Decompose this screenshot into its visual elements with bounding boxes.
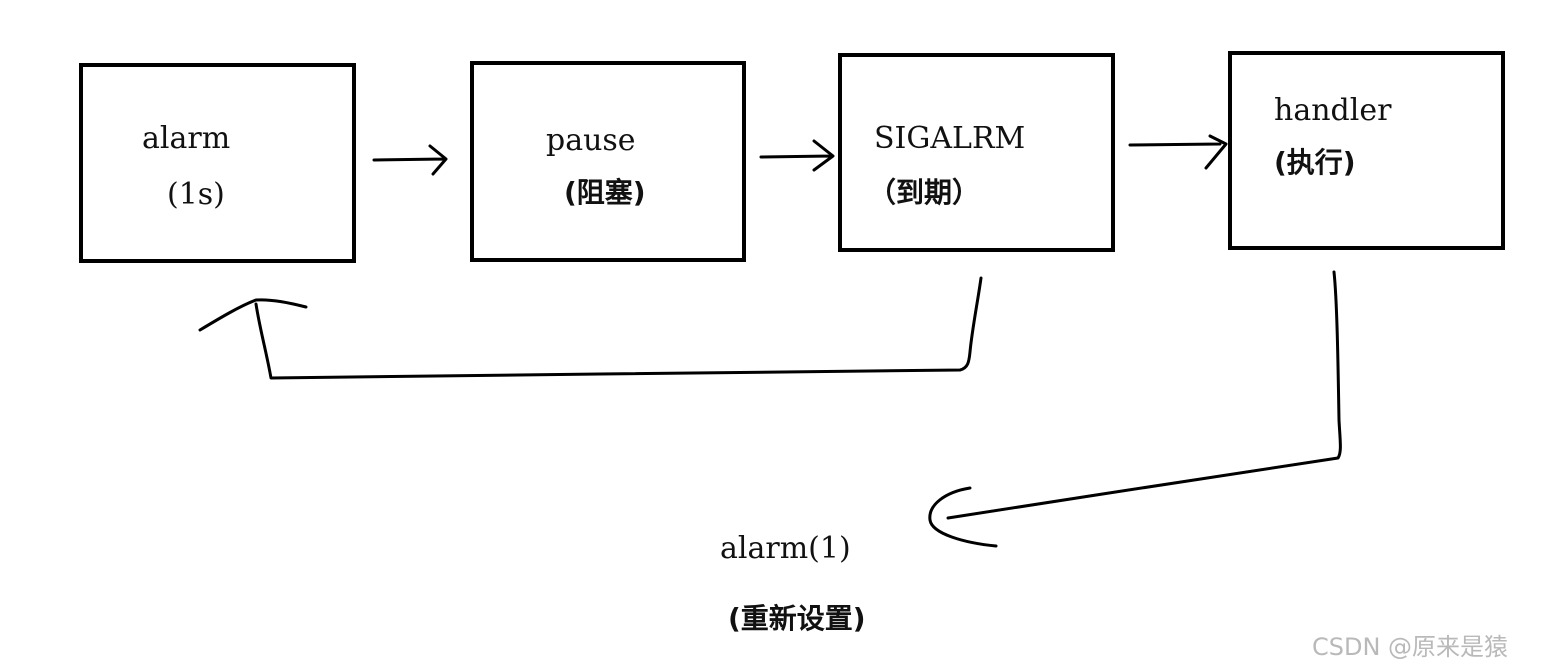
arrow-handler-to-reset <box>928 270 1342 548</box>
node-sublabel-sigalrm: （到期） <box>868 176 981 209</box>
node-box-sigalrm <box>838 53 1115 252</box>
node-box-alarm <box>79 63 356 263</box>
watermark-text: CSDN @原来是猿 <box>1312 633 1509 661</box>
node-sublabel-handler: (执行) <box>1274 146 1356 179</box>
arrow-sigalrm-to-handler <box>1128 134 1228 170</box>
node-sublabel-pause: (阻塞) <box>564 176 646 209</box>
node-box-handler <box>1228 51 1505 250</box>
arrow-alarm-to-pause <box>372 144 448 176</box>
node-label-alarm: alarm <box>142 121 231 156</box>
reset-sublabel: (重新设置) <box>728 602 866 635</box>
arrow-sigalrm-back-to-alarm <box>198 276 983 380</box>
node-box-pause <box>470 61 746 262</box>
reset-label: alarm(1) <box>720 531 851 566</box>
node-label-handler: handler <box>1274 93 1392 128</box>
node-sublabel-alarm: (1s) <box>167 177 225 212</box>
node-label-sigalrm: SIGALRM <box>874 121 1026 156</box>
node-label-pause: pause <box>546 123 636 158</box>
arrow-pause-to-sigalrm <box>759 139 835 172</box>
